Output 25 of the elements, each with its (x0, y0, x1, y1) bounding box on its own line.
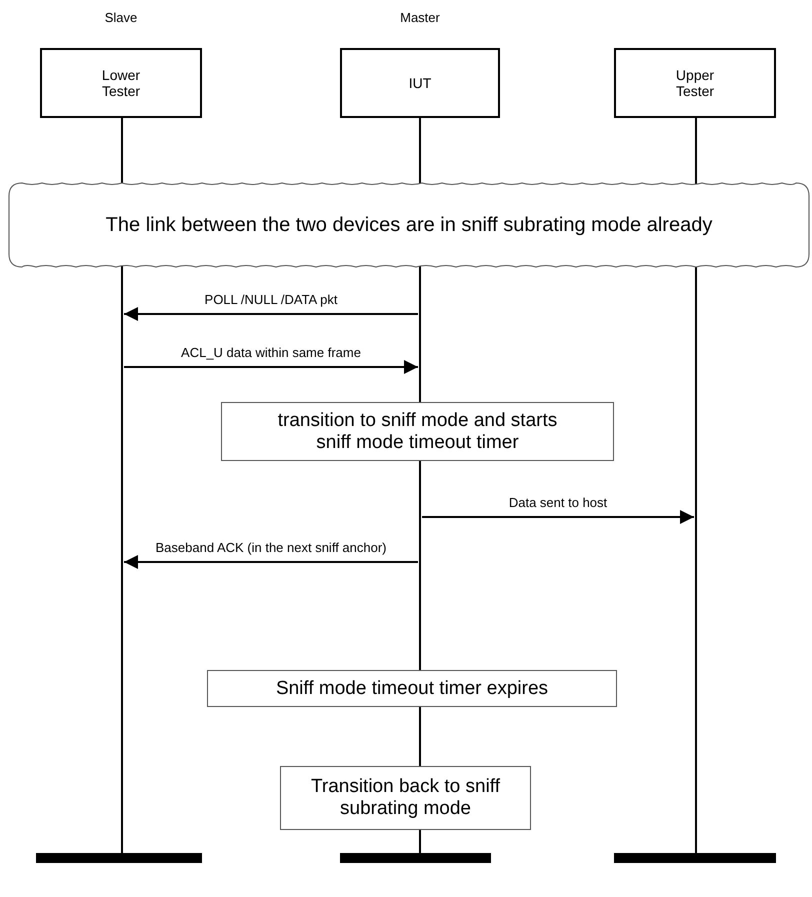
message-arrow (124, 307, 418, 321)
message-arrow (422, 510, 694, 524)
lifeline-end-bar (614, 853, 776, 863)
message-label: Baseband ACK (in the next sniff anchor) (156, 540, 386, 555)
message-label: Data sent to host (508, 495, 608, 510)
message-label: ACL_U data within same frame (181, 345, 361, 360)
message-label: POLL /NULL /DATA pkt (204, 292, 338, 307)
step-text: Transition back to sniff subrating mode (310, 776, 502, 820)
lifeline-name: Lower Tester (100, 67, 142, 99)
lifeline-name: Upper Tester (674, 67, 716, 99)
condition-banner (8, 182, 810, 268)
lifeline-name: IUT (408, 75, 432, 91)
step-text: transition to sniff mode and starts sniff mode timeout timer (276, 410, 558, 454)
process-box (221, 402, 614, 461)
message-arrow (124, 360, 418, 374)
lifeline-end-bar (340, 853, 491, 863)
process-box (280, 766, 531, 830)
step-text: Sniff mode timeout timer expires (276, 678, 548, 700)
role-label: Master (399, 10, 441, 25)
condition-text: The link between the two devices are in sniff subrating mode already (106, 214, 712, 236)
role-label: Slave (104, 10, 138, 25)
lifeline-header-box (614, 48, 776, 118)
lifeline-end-bar (36, 853, 202, 863)
process-box (207, 670, 617, 707)
message-arrow (124, 555, 418, 569)
